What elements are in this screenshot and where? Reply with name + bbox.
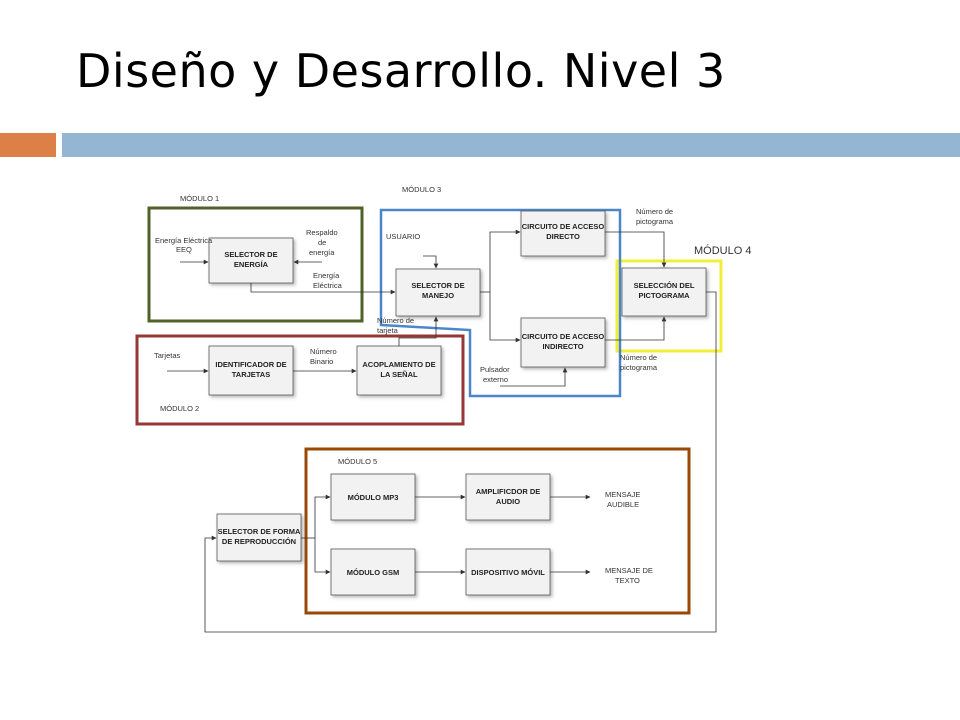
modulo-gsm-box: MÓDULO GSM — [330, 548, 416, 596]
modulo5-frame — [304, 447, 691, 615]
energia-eeq-line1: Energía Eléctrica — [155, 236, 213, 245]
selector-manejo-line1: SELECTOR DE — [411, 281, 464, 290]
modulo3-label: MÓDULO 3 — [402, 185, 441, 194]
energia-electrica-line2: Eléctrica — [313, 281, 343, 290]
mensaje-texto-line1: MENSAJE DE — [605, 566, 653, 575]
seleccion-pictograma-line2: PICTOGRAMA — [638, 291, 690, 300]
identificador-box: IDENTIFICADOR DE TARJETAS — [208, 345, 294, 396]
accent-bar-blue — [62, 133, 960, 157]
respaldo-line2: de — [318, 238, 326, 247]
numero-pictograma-bottom-line1: Número de — [620, 353, 657, 362]
modulo1-frame — [147, 206, 364, 323]
connectors — [167, 229, 717, 633]
amplificador-line1: AMPLIFICDOR DE — [476, 487, 541, 496]
numero-pictograma-bottom-line2: pictograma — [620, 363, 658, 372]
numero-pictograma-top-line2: pictograma — [636, 217, 674, 226]
selector-energia-line2: ENERGÍA — [234, 260, 269, 269]
numero-tarjeta-line1: Número de — [377, 316, 414, 325]
slide-title: Diseño y Desarrollo. Nivel 3 — [76, 44, 726, 98]
circuito-indirecto-line1: CIRCUITO DE ACCESO — [522, 332, 605, 341]
modulo2-frame — [135, 334, 465, 426]
mensaje-audible-line2: AUDIBLE — [607, 500, 639, 509]
modulo2-label: MÓDULO 2 — [160, 404, 199, 413]
modulo-gsm-line1: MÓDULO GSM — [347, 568, 400, 577]
selector-manejo-line2: MANEJO — [422, 291, 454, 300]
circuito-indirecto-box: CIRCUITO DE ACCESO INDIRECTO — [520, 317, 606, 368]
seleccion-pictograma-line1: SELECCIÓN DEL — [634, 281, 695, 290]
circuito-indirecto-line2: INDIRECTO — [542, 342, 583, 351]
selector-forma-line2: DE REPRODUCCIÓN — [222, 537, 296, 546]
mensaje-audible-line1: MENSAJE — [605, 490, 640, 499]
acoplamiento-line1: ACOPLAMIENTO DE — [362, 360, 435, 369]
mensaje-texto-line2: TEXTO — [615, 576, 640, 585]
amplificador-line2: AUDIO — [496, 497, 520, 506]
pulsador-line2: externo — [483, 375, 508, 384]
modulo1-label: MÓDULO 1 — [180, 194, 219, 203]
usuario-label: USUARIO — [386, 232, 420, 241]
selector-energia-box: SELECTOR DE ENERGÍA — [208, 237, 294, 284]
circuito-directo-line2: DIRECTO — [546, 232, 580, 241]
acoplamiento-line2: LA SEÑAL — [380, 370, 418, 379]
seleccion-pictograma-box: SELECCIÓN DEL PICTOGRAMA — [621, 267, 707, 317]
identificador-line2: TARJETAS — [232, 370, 270, 379]
respaldo-line1: Respaldo — [306, 228, 338, 237]
modulo4-label: MÓDULO 4 — [694, 244, 751, 257]
dispositivo-movil-box: DISPOSITIVO MÓVIL — [465, 548, 551, 596]
modulo-mp3-line1: MÓDULO MP3 — [348, 493, 399, 502]
energia-eeq-line2: EEQ — [176, 245, 192, 254]
numero-binario-line1: Número — [310, 347, 337, 356]
acoplamiento-box: ACOPLAMIENTO DE LA SEÑAL — [356, 345, 442, 396]
accent-bar-orange — [0, 133, 56, 157]
modulo5-label: MÓDULO 5 — [338, 457, 377, 466]
modulo4-frame — [615, 259, 723, 353]
selector-forma-line1: SELECTOR DE FORMA — [218, 527, 301, 536]
selector-forma-box: SELECTOR DE FORMA DE REPRODUCCIÓN — [216, 513, 302, 562]
numero-tarjeta-line2: tarjeta — [377, 326, 399, 335]
dispositivo-movil-line1: DISPOSITIVO MÓVIL — [471, 568, 545, 577]
circuito-directo-box: CIRCUITO DE ACCESO DIRECTO — [520, 210, 606, 257]
tarjetas-label: Tarjetas — [154, 351, 181, 360]
energia-electrica-line1: Energía — [313, 271, 340, 280]
selector-manejo-box: SELECTOR DE MANEJO — [395, 268, 481, 317]
identificador-line1: IDENTIFICADOR DE — [215, 360, 286, 369]
numero-pictograma-top-line1: Número de — [636, 207, 673, 216]
numero-binario-line2: Binario — [310, 357, 333, 366]
amplificador-box: AMPLIFICDOR DE AUDIO — [465, 473, 551, 521]
selector-energia-line1: SELECTOR DE — [224, 250, 277, 259]
respaldo-line3: energía — [309, 248, 335, 257]
pulsador-line1: Pulsador — [480, 365, 510, 374]
modulo-mp3-box: MÓDULO MP3 — [330, 473, 416, 521]
modulo3-frame — [379, 208, 622, 398]
circuito-directo-line1: CIRCUITO DE ACCESO — [522, 222, 605, 231]
